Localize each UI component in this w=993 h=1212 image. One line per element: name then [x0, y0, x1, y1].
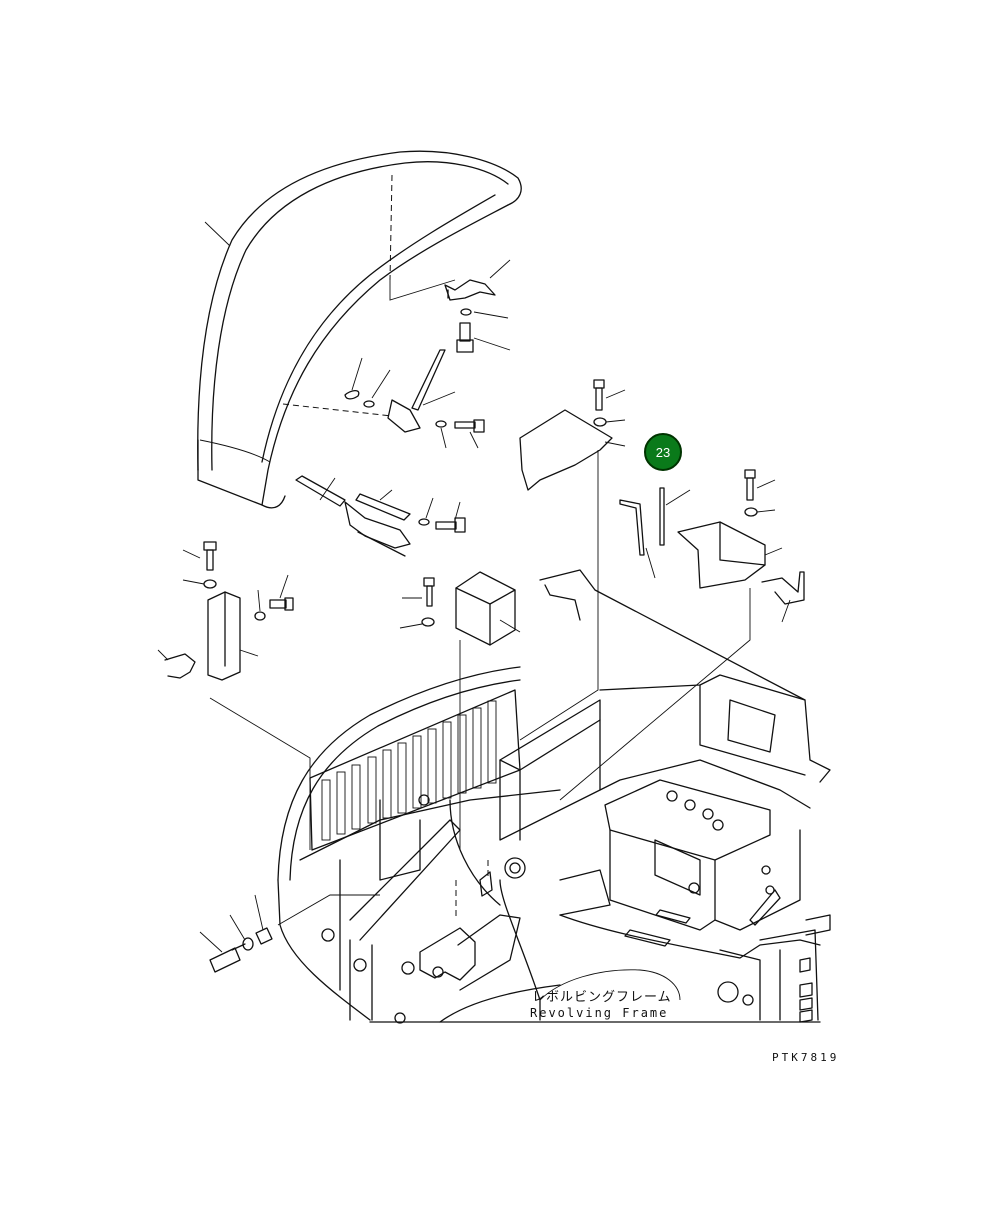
callout-number: 23	[655, 444, 671, 460]
frame-label-english: Revolving Frame	[530, 1006, 669, 1020]
right-support-bracket	[559, 469, 805, 801]
lower-bolt-set	[199, 894, 380, 973]
frame-label-japanese: レボルビングフレーム	[532, 990, 672, 1005]
drawing-code: PTK7819	[772, 1051, 840, 1064]
grille-slats	[321, 700, 497, 841]
side-cover-plate	[519, 379, 626, 741]
hood-stay-lever	[282, 349, 485, 449]
engine-hood	[197, 150, 522, 509]
revolving-frame	[277, 569, 831, 1024]
hood-hinge	[295, 475, 466, 557]
callout-badge[interactable]: 23	[644, 433, 682, 471]
center-box-bracket	[399, 571, 521, 850]
latch-bracket-top	[444, 259, 511, 353]
left-support-bracket	[157, 541, 311, 850]
rod-parts	[619, 487, 691, 579]
